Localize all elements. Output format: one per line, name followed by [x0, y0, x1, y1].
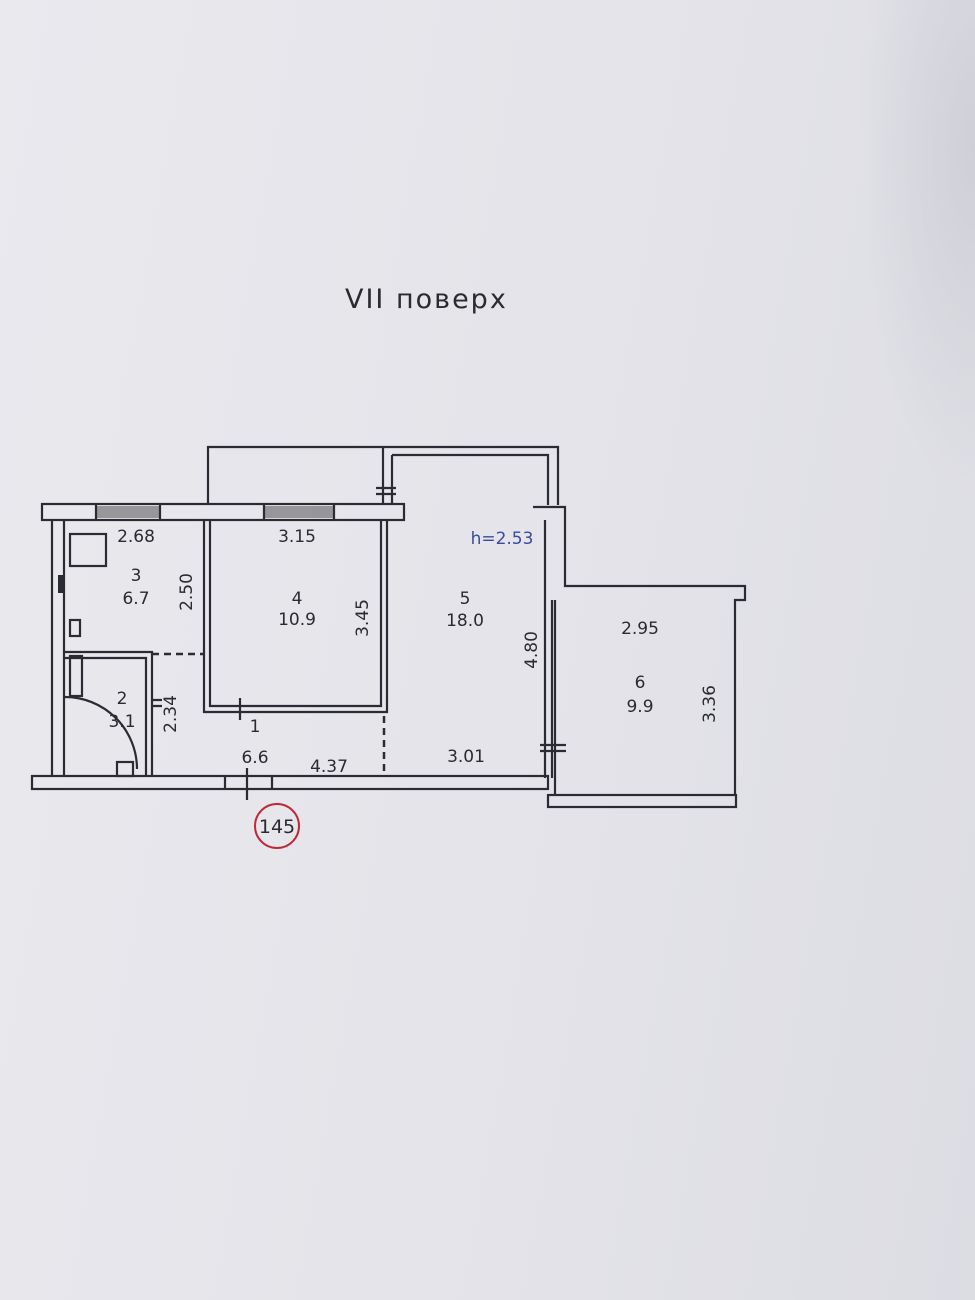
room-3-number: 3: [131, 566, 142, 586]
room-2-number: 2: [117, 689, 128, 709]
dim-hall-length: 4.37: [310, 757, 348, 777]
window: [264, 506, 334, 518]
dim-room6-depth: 3.36: [700, 685, 720, 723]
room-4-number: 4: [292, 589, 303, 609]
room-6-area: 9.9: [626, 697, 653, 717]
dim-room4-width: 3.15: [278, 527, 316, 547]
dim-room5-width: 3.01: [447, 747, 485, 767]
walls: [30, 505, 747, 809]
window: [96, 506, 160, 518]
stove-icon: [68, 532, 108, 568]
apartment-number: 145: [259, 816, 295, 838]
room-4-area: 10.9: [278, 610, 316, 630]
page-curl-shadow: [855, 0, 975, 500]
ceiling-height: h=2.53: [471, 529, 534, 549]
dim-kitchen-depth: 2.50: [177, 573, 197, 611]
room-6-number: 6: [635, 673, 646, 693]
dim-kitchen-width: 2.68: [117, 527, 155, 547]
floor-title: VII поверх: [345, 284, 508, 315]
room-5-number: 5: [460, 589, 471, 609]
top-wall: [40, 502, 406, 522]
dim-room4-depth: 3.45: [353, 599, 373, 637]
room-3-area: 6.7: [122, 589, 149, 609]
dim-room5-depth: 4.80: [522, 631, 542, 669]
room-1-number: 1: [250, 717, 261, 737]
dim-room6-width: 2.95: [621, 619, 659, 639]
room-5-area: 18.0: [446, 611, 484, 631]
room-1-area: 6.6: [241, 748, 268, 768]
balcony: [206, 445, 560, 505]
apartment-number-stamp: 145: [254, 803, 300, 849]
dim-bath-depth: 2.34: [161, 695, 181, 733]
room-2-area: 3.1: [108, 712, 135, 732]
